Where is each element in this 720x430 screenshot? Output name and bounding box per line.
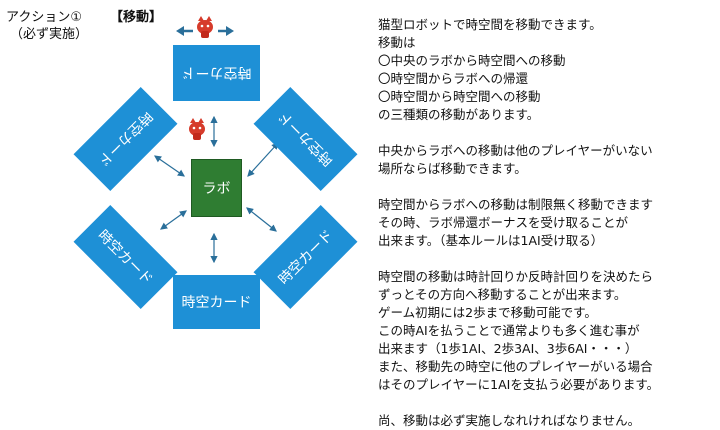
- description-line: 出来ます（1歩1AI、2歩3AI、3歩6AI・・・）: [378, 341, 638, 356]
- description-line: 尚、移動は必ず実施しなれければなりません。: [378, 413, 641, 428]
- description-text: 猫型ロボットで時空間を移動できます。移動は〇中央のラボから時空間への移動〇時空間…: [378, 16, 714, 430]
- robot-move-arrows: [176, 26, 234, 36]
- description-line: はそのプレイヤーに1AIを支払う必要があります。: [378, 377, 660, 392]
- lab-box: ラボ: [191, 159, 242, 217]
- arrow-top-right: [247, 142, 279, 177]
- time-card-bottom: 時空カード: [173, 275, 260, 329]
- robot-icon-lab: [189, 118, 205, 140]
- description-line: 〇時空間から時空間への移動: [378, 89, 541, 104]
- description-line: ずっとその方向へ移動することが出来ます。: [378, 287, 627, 302]
- description-line: 時空間からラボへの移動は制限無く移動できます: [378, 197, 654, 212]
- move-title: 【移動】: [110, 10, 163, 25]
- description-line: また、移動先の時空に他のプレイヤーがいる場合: [378, 359, 653, 374]
- action-note: （必ず実施）: [10, 27, 89, 42]
- description-line: 場所ならば移動できます。: [378, 161, 527, 176]
- connector-arrows: [154, 26, 279, 264]
- description-line: 〇時空間からラボへの帰還: [378, 71, 529, 86]
- description-line: 出来ます。（基本ルールは1AI受け取る）: [378, 233, 604, 248]
- description-line: その時、ラボ帰還ボーナスを受け取ることが: [378, 215, 629, 230]
- arrow-top-left: [154, 155, 185, 177]
- description-line: [378, 178, 714, 196]
- description-line: の三種類の移動があります。: [378, 107, 540, 122]
- description-line: 時空間の移動は時計回りか反時計回りを決めたら: [378, 269, 654, 284]
- description-line: 中央からラボへの移動は他のプレイヤーがいない: [378, 143, 653, 158]
- description-line: [378, 250, 714, 268]
- arrow-bottom-right: [246, 207, 277, 232]
- description-line: [378, 394, 714, 412]
- arrow-bottom-left: [160, 210, 187, 230]
- robot-icon-header: [197, 16, 213, 38]
- description-line: 移動は: [378, 35, 416, 50]
- description-line: ゲーム初期には2歩まで移動可能です。: [378, 305, 597, 320]
- description-line: [378, 124, 714, 142]
- description-line: 〇中央のラボから時空間への移動: [378, 53, 566, 68]
- description-line: 猫型ロボットで時空間を移動できます。: [378, 17, 602, 32]
- action-title: アクション①: [6, 10, 83, 25]
- time-card-top: 時空カード: [173, 45, 260, 101]
- description-line: この時AIを払うことで通常よりも多く進む事が: [378, 323, 640, 338]
